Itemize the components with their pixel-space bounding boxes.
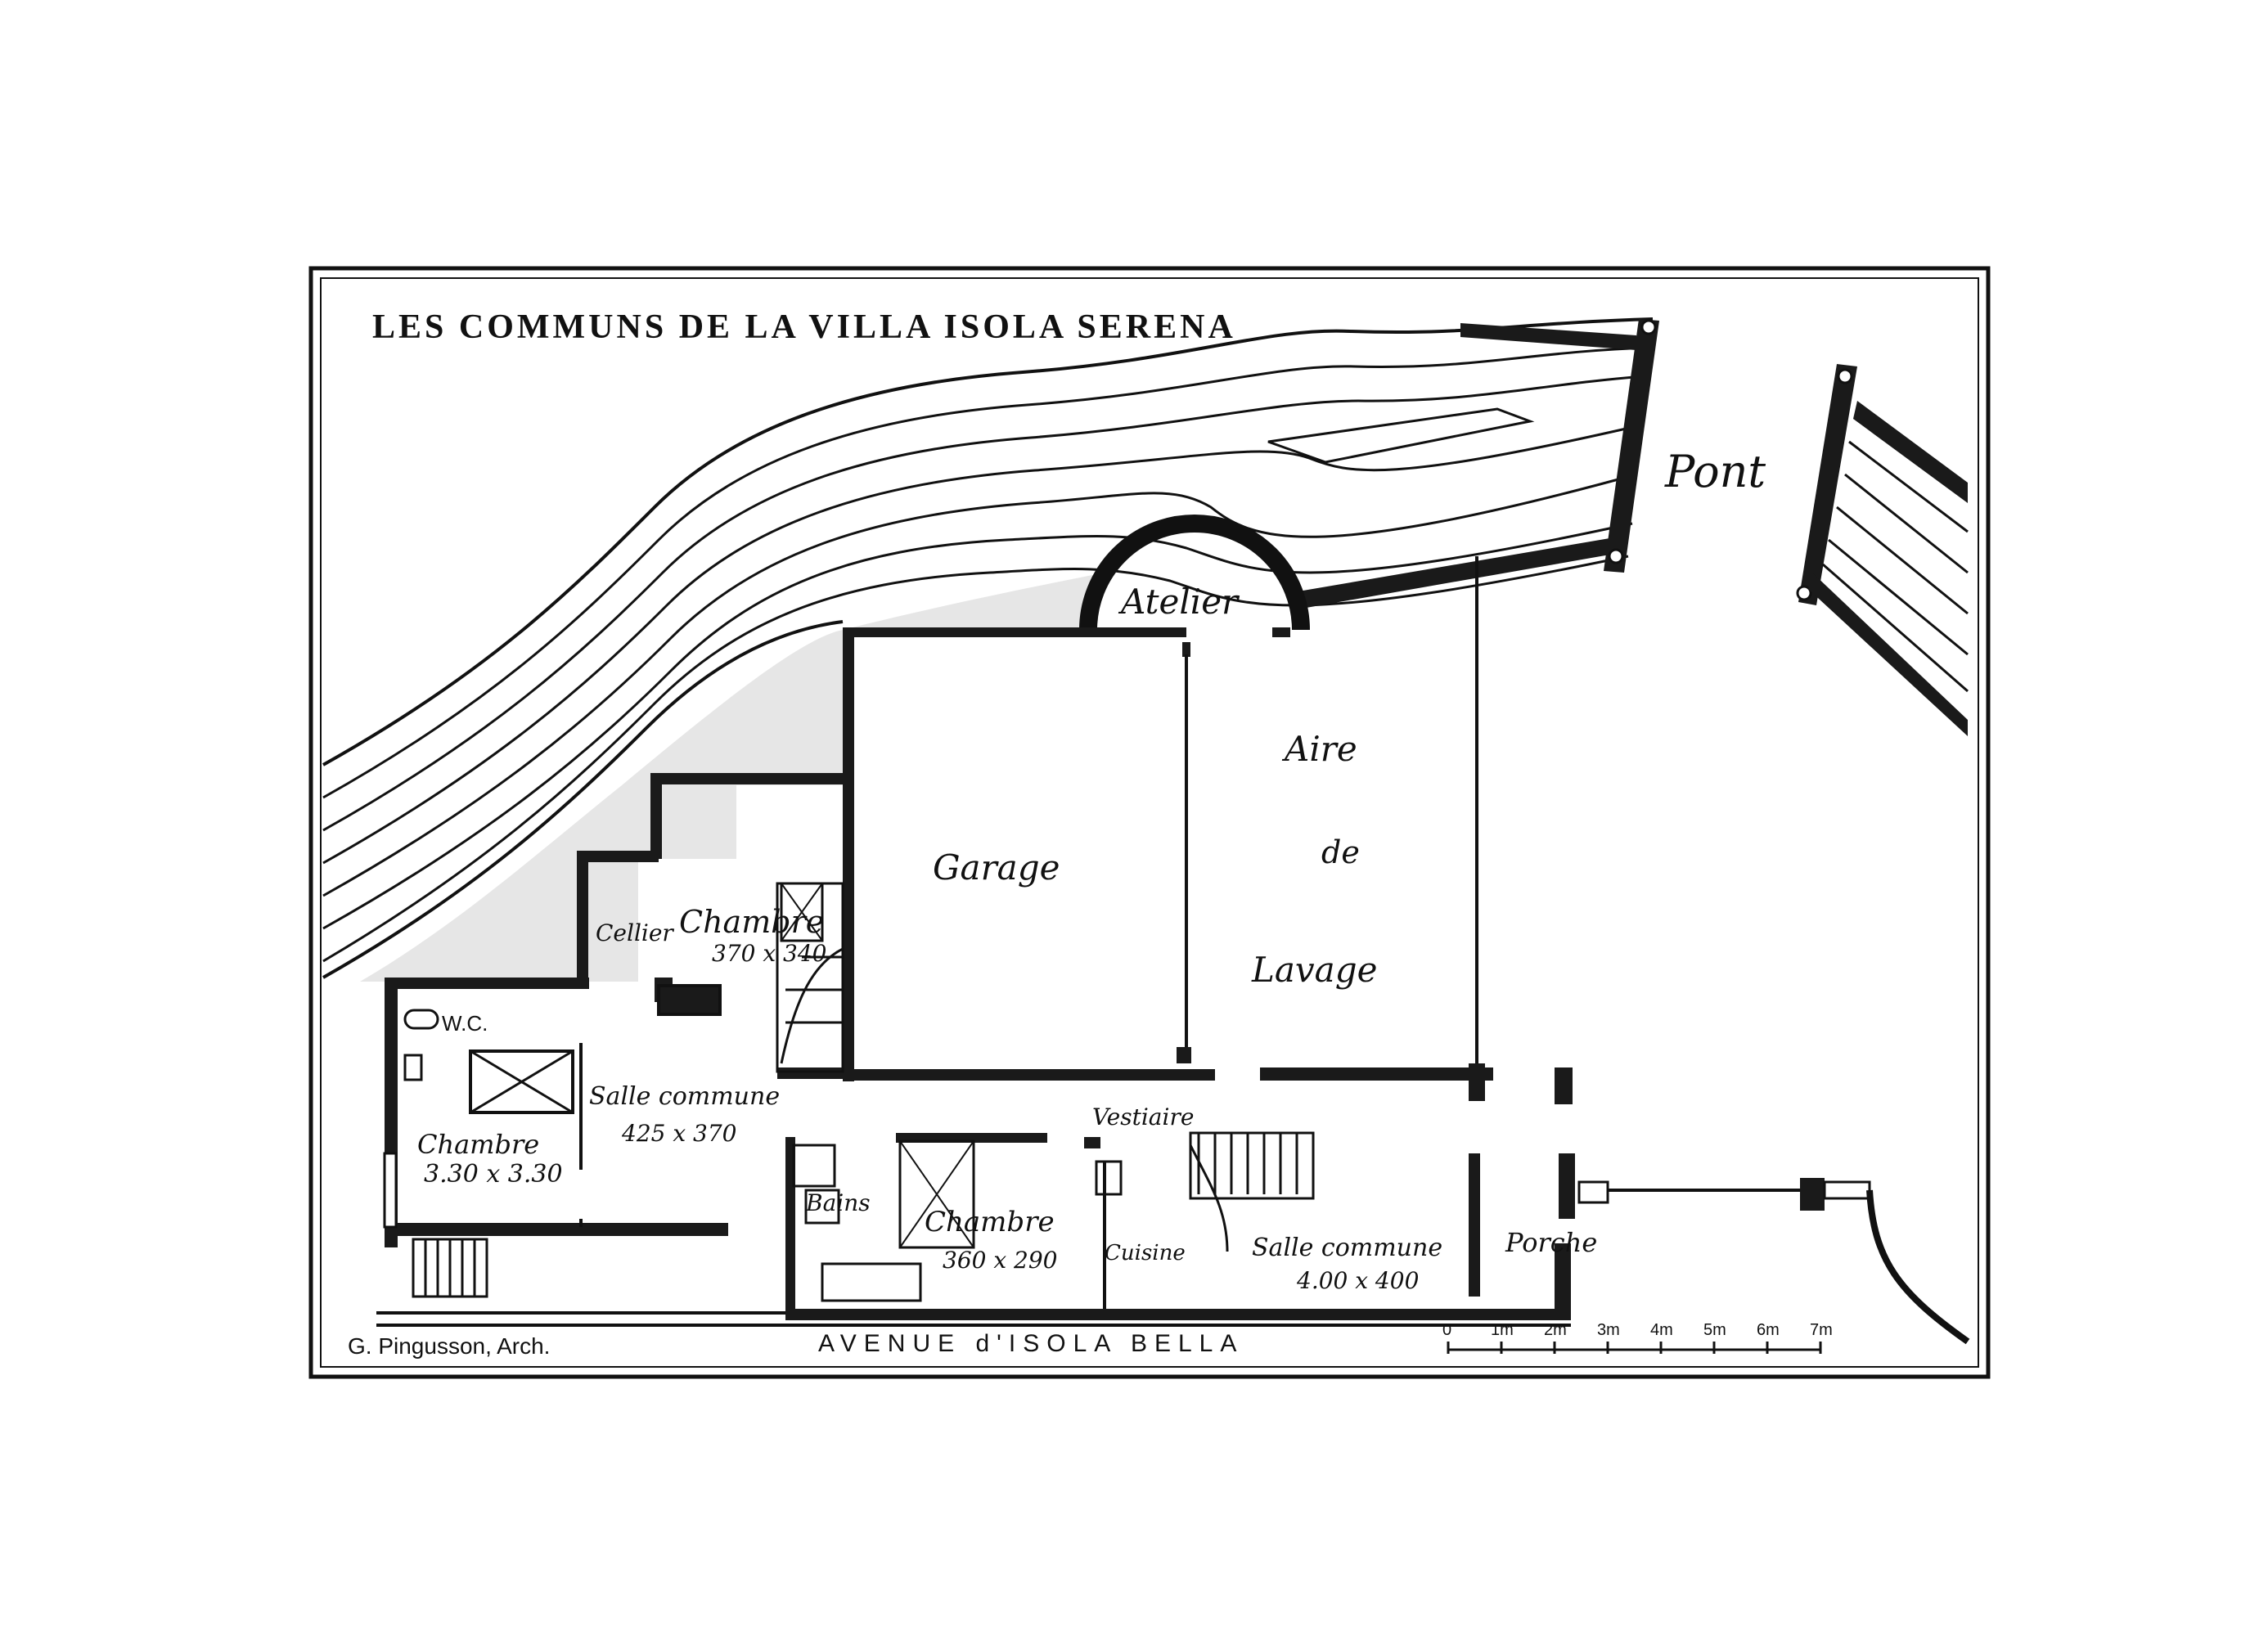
plan-frame-inner: [320, 277, 1979, 1368]
scale-tick-4: 4m: [1650, 1321, 1673, 1339]
stippled-bank: [360, 573, 1105, 982]
bridge: [1289, 319, 1969, 736]
label-de: de: [1321, 834, 1360, 870]
label-chambre-3-dim: 360 x 290: [943, 1247, 1057, 1274]
label-vestiaire: Vestiaire: [1092, 1103, 1194, 1130]
label-garage: Garage: [933, 847, 1060, 888]
label-salle-commune-1-dim: 425 x 370: [621, 1120, 736, 1147]
scale-tick-7: 7m: [1810, 1321, 1833, 1339]
label-chambre-2: Chambre: [417, 1129, 539, 1160]
label-cellier: Cellier: [596, 919, 674, 946]
scale-tick-0: 0: [1442, 1321, 1451, 1339]
scale-tick-3: 3m: [1597, 1321, 1620, 1339]
architect-credit: G. Pingusson, Arch.: [348, 1333, 550, 1359]
plan-frame-outer: [308, 266, 1991, 1379]
scale-tick-6: 6m: [1757, 1321, 1780, 1339]
left-block-walls: [383, 773, 851, 1298]
label-aire: Aire: [1281, 729, 1357, 769]
label-salle-commune-1: Salle commune: [589, 1082, 780, 1111]
label-bains: Bains: [805, 1189, 871, 1216]
plan-title: LES COMMUNS DE LA VILLA ISOLA SERENA: [372, 308, 1236, 346]
label-wc: W.C.: [442, 1011, 488, 1036]
scale-tick-1: 1m: [1491, 1321, 1514, 1339]
label-chambre-2-dim: 3.30 x 3.30: [424, 1160, 563, 1189]
label-porche: Porche: [1505, 1227, 1597, 1258]
label-atelier: Atelier: [1118, 582, 1240, 622]
scale-bar: 0 1m 2m 3m 4m 5m 6m 7m: [1442, 1321, 1833, 1354]
label-chambre-1: Chambre: [679, 904, 824, 940]
label-salle-commune-2: Salle commune: [1252, 1234, 1442, 1262]
river: [322, 317, 1654, 979]
label-chambre-1-dim: 370 x 340: [712, 940, 826, 967]
label-pont: Pont: [1664, 446, 1766, 497]
label-cuisine: Cuisine: [1105, 1241, 1186, 1265]
street-name: AVENUE d'ISOLA BELLA: [818, 1330, 1244, 1357]
label-chambre-3: Chambre: [925, 1206, 1055, 1238]
label-salle-commune-2-dim: 4.00 x 400: [1296, 1267, 1419, 1294]
garage-walls: [843, 556, 1493, 1101]
scale-tick-5: 5m: [1703, 1321, 1726, 1339]
atelier: [1079, 515, 1310, 631]
label-lavage: Lavage: [1251, 950, 1377, 990]
bottom-block-walls: [376, 1067, 1970, 1345]
scale-tick-2: 2m: [1544, 1321, 1567, 1339]
